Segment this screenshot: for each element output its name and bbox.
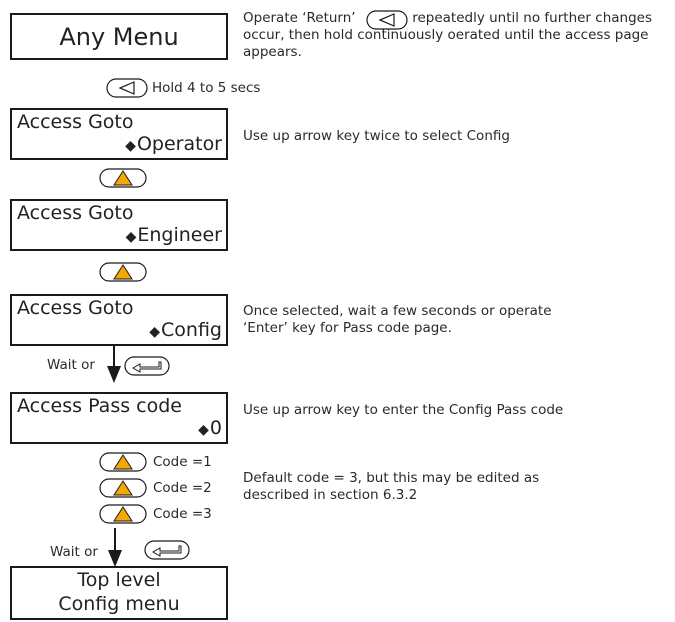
- operator-value: Operator: [136, 133, 222, 155]
- up-down-arrow-icon: ◆: [125, 229, 137, 245]
- enter-key-icon: [124, 356, 170, 376]
- access-goto-engineer-box: Access Goto ◆Engineer: [10, 199, 228, 251]
- up-down-arrow-icon: ◆: [149, 324, 161, 340]
- any-menu-box: Any Menu: [10, 13, 228, 60]
- code-1-label: Code =1: [153, 454, 212, 470]
- wait-label: Wait or: [47, 357, 95, 373]
- pass-code-label: Access Pass code: [17, 395, 182, 417]
- down-arrow-icon: [107, 346, 121, 383]
- up-arrow-key-icon: [99, 262, 147, 282]
- access-pass-code-box: Access Pass code ◆0: [10, 392, 228, 444]
- top-level-config-box: Top level Config menu: [10, 566, 228, 620]
- return-instruction-rest: changes occur, then hold continuously oe…: [243, 10, 652, 60]
- wait-label: Wait or: [50, 544, 98, 560]
- up-twice-instruction: Use up arrow key twice to select Config: [243, 128, 510, 144]
- up-arrow-key-icon: [99, 478, 147, 498]
- any-menu-label: Any Menu: [59, 23, 179, 51]
- default-code-note: Default code = 3, but this may be edited…: [243, 470, 540, 503]
- up-arrow-key-icon: [99, 504, 147, 524]
- return-instruction: Operate ‘Return’ repeatedly until no fur…: [243, 10, 673, 61]
- enter-instruction: Once selected, wait a few seconds or ope…: [243, 303, 552, 336]
- access-goto-operator-box: Access Goto ◆Operator: [10, 108, 228, 160]
- access-goto-label: Access Goto: [17, 202, 134, 224]
- access-goto-config-box: Access Goto ◆Config: [10, 294, 228, 346]
- top-level-label: Top level: [77, 569, 161, 591]
- engineer-value: Engineer: [137, 224, 222, 246]
- access-goto-label: Access Goto: [17, 297, 134, 319]
- return-key-icon: [366, 10, 408, 30]
- pass-code-instruction: Use up arrow key to enter the Config Pas…: [243, 402, 564, 418]
- hold-label: Hold 4 to 5 secs: [152, 80, 261, 96]
- config-value: Config: [161, 319, 222, 341]
- down-arrow-icon: [108, 528, 122, 567]
- access-goto-label: Access Goto: [17, 111, 134, 133]
- code-2-label: Code =2: [153, 480, 212, 496]
- code-3-label: Code =3: [153, 506, 212, 522]
- return-instruction-part2: repeatedly until no further: [412, 10, 591, 26]
- return-instruction-part1: Operate ‘Return’: [243, 10, 356, 26]
- up-arrow-key-icon: [99, 452, 147, 472]
- return-key-icon: [106, 78, 148, 98]
- config-menu-label: Config menu: [58, 593, 180, 615]
- pass-code-value: 0: [209, 417, 222, 439]
- up-down-arrow-icon: ◆: [125, 138, 136, 154]
- up-arrow-key-icon: [99, 168, 147, 188]
- enter-key-icon: [144, 540, 190, 560]
- up-down-arrow-icon: ◆: [198, 422, 209, 438]
